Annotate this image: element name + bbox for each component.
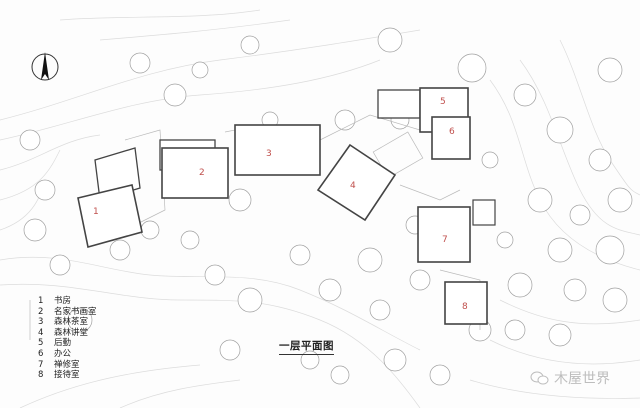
watermark-text: 木屋世界: [554, 371, 610, 387]
building-meditation-wc: [472, 199, 496, 226]
building-reception: [444, 281, 488, 325]
building-lecture-hall: [316, 143, 397, 222]
building-gallery: [161, 147, 229, 199]
wechat-icon: [530, 371, 549, 385]
room-number-1: 1: [93, 207, 99, 217]
room-number-4: 4: [350, 181, 356, 191]
drawing-title: 一层平面图: [279, 338, 334, 355]
room-numbers: 1 2 3 4 5 6 7 8: [93, 97, 468, 312]
building-logistics-wc: [377, 89, 421, 119]
north-arrow-icon: [31, 52, 59, 81]
room-number-2: 2: [199, 168, 205, 178]
room-number-5: 5: [440, 97, 446, 107]
building-teahouse: [234, 124, 321, 176]
buildings: [77, 87, 496, 325]
building-meditation: [417, 206, 471, 263]
room-number-3: 3: [266, 149, 272, 159]
watermark: 木屋世界: [530, 368, 610, 388]
room-number-8: 8: [462, 302, 468, 312]
room-number-6: 6: [449, 127, 455, 137]
building-study-main: [77, 184, 143, 249]
building-office: [431, 116, 471, 160]
room-number-7: 7: [442, 235, 448, 245]
